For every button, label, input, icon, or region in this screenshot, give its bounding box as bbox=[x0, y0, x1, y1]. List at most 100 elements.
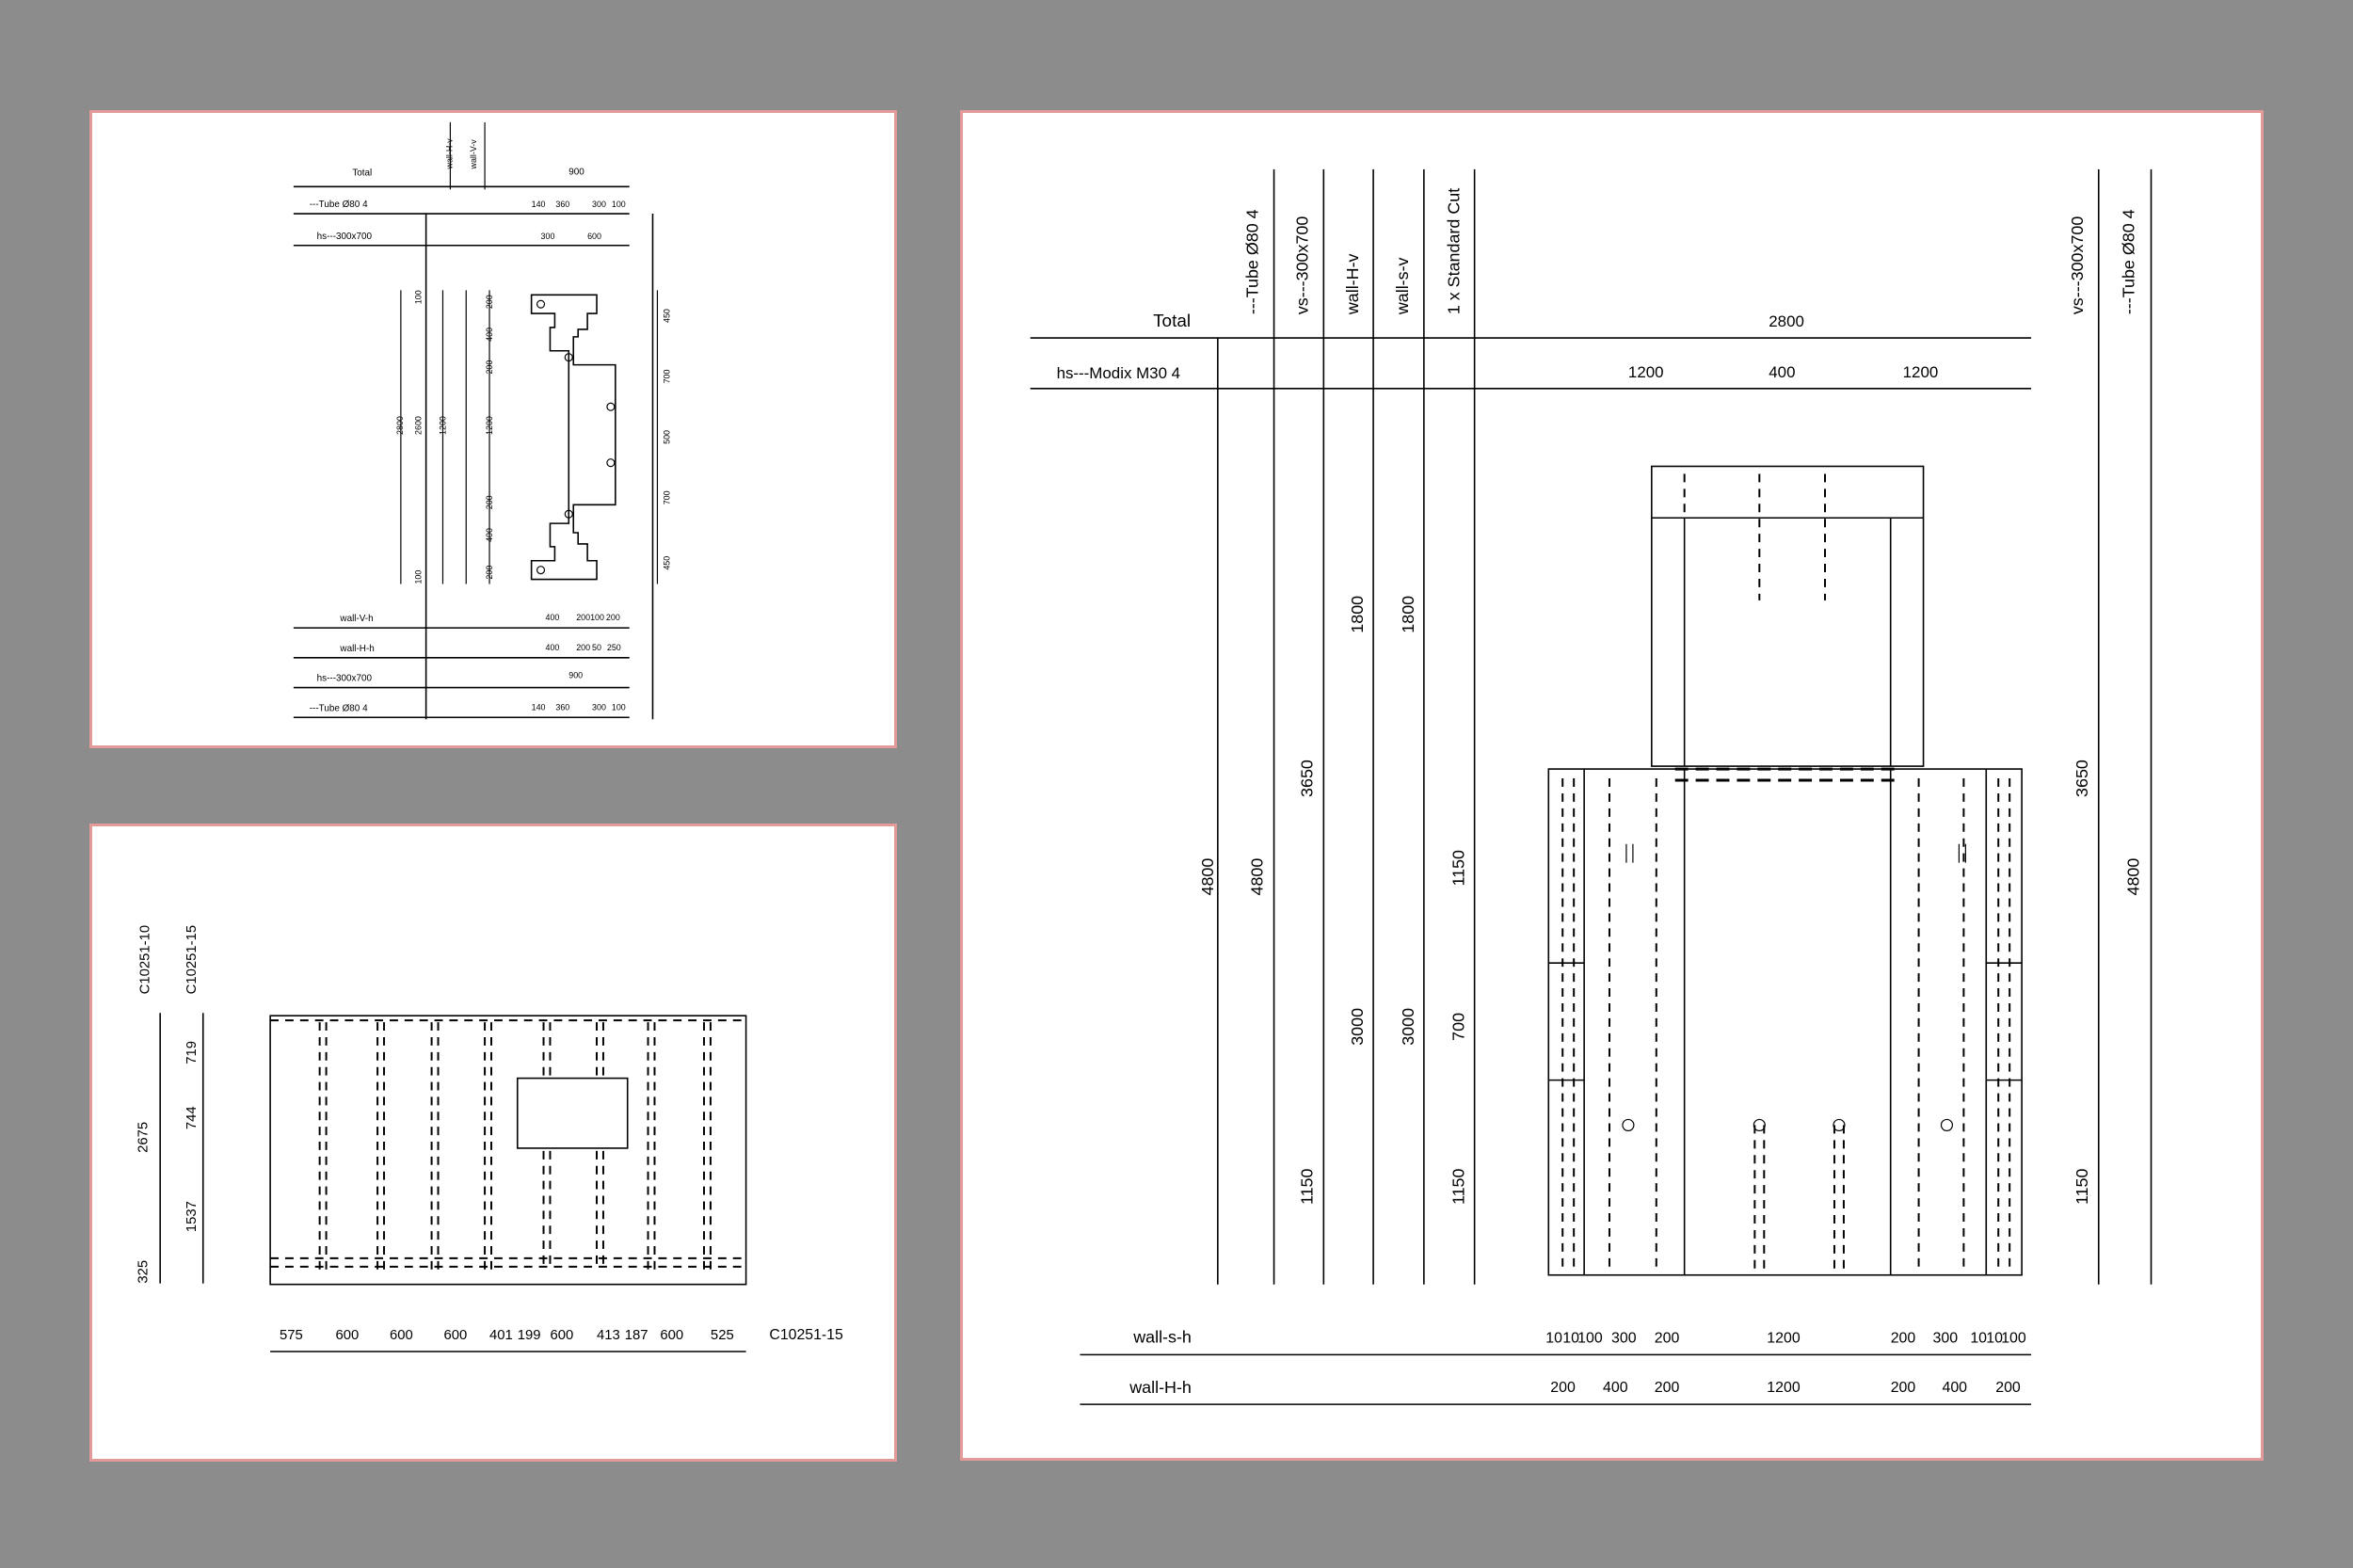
dim-wsh-300b: 300 bbox=[1933, 1330, 1959, 1346]
col-header-tube: ---Tube Ø80 4 bbox=[1243, 209, 1262, 314]
dim-hs-300: 300 bbox=[541, 232, 555, 241]
tube-circle-3 bbox=[606, 402, 616, 411]
row-label-wall-s-h: wall-s-h bbox=[1132, 1327, 1192, 1346]
dim-whh-400b: 400 bbox=[1942, 1380, 1967, 1396]
hdim-199: 199 bbox=[518, 1328, 541, 1343]
dim-whh-200c: 200 bbox=[1891, 1380, 1916, 1396]
vdim-100-bottom: 100 bbox=[414, 570, 424, 584]
dim-wvh-100: 100 bbox=[590, 613, 604, 622]
hdim-413: 413 bbox=[597, 1328, 620, 1343]
label-c10251-10: C10251-10 bbox=[137, 925, 152, 995]
dim-whh-50: 50 bbox=[592, 643, 601, 652]
dim-wsh-200b: 200 bbox=[1891, 1330, 1916, 1346]
dim-tubeb-140: 140 bbox=[532, 702, 546, 712]
hdim-600b: 600 bbox=[390, 1328, 413, 1343]
panel-outline bbox=[269, 1015, 747, 1286]
dim-hsb-900: 900 bbox=[568, 671, 583, 680]
vdim-right-700b: 700 bbox=[662, 490, 671, 504]
vdim-2800: 2800 bbox=[395, 416, 405, 435]
vdim-col4-1800: 1800 bbox=[1348, 596, 1367, 633]
hdim-600d: 600 bbox=[550, 1328, 573, 1343]
vdim-right1-3650: 3650 bbox=[2073, 760, 2091, 797]
dim-hs-1200a: 1200 bbox=[1628, 363, 1664, 381]
dim-wsh-300a: 300 bbox=[1611, 1330, 1637, 1346]
dim-wvh-200b: 200 bbox=[606, 613, 620, 622]
tube-circle-5 bbox=[564, 509, 573, 519]
vdim-col6-1150b: 1150 bbox=[1449, 1169, 1468, 1206]
row-label-hs-modix: hs---Modix M30 4 bbox=[1057, 364, 1181, 382]
row-label-wall-v-h: wall-V-h bbox=[339, 614, 373, 624]
dim-tube-100: 100 bbox=[612, 200, 626, 209]
col-header-vs: vs---300x700 bbox=[1292, 216, 1311, 315]
vdim-2675: 2675 bbox=[136, 1122, 151, 1153]
dim-total-2800: 2800 bbox=[1769, 312, 1804, 330]
vdim-col6-700: 700 bbox=[1449, 1013, 1468, 1041]
vdim-col1-4800: 4800 bbox=[1198, 858, 1217, 896]
col-header-wall-h-v: wall-H-v bbox=[1343, 253, 1362, 315]
tube-circle-1 bbox=[536, 299, 546, 309]
col-header-wall-v-v: wall-V-v bbox=[469, 139, 478, 170]
row-label-tube-bottom: ---Tube Ø80 4 bbox=[310, 703, 368, 713]
row-label-hs-bottom: hs---300x700 bbox=[317, 674, 373, 684]
vdim-right1-1150: 1150 bbox=[2073, 1169, 2091, 1206]
col-header-wall-s-v: wall-s-v bbox=[1393, 257, 1412, 315]
vdim-col-200c: 200 bbox=[485, 495, 494, 509]
dim-hs-600: 600 bbox=[587, 232, 601, 241]
hdim-575: 575 bbox=[280, 1328, 303, 1343]
anchor-circle-2 bbox=[1753, 1118, 1766, 1132]
vdim-col5-3000: 3000 bbox=[1399, 1008, 1417, 1046]
dim-whh-200b: 200 bbox=[1655, 1380, 1680, 1396]
vdim-719: 719 bbox=[184, 1041, 200, 1064]
vdim-col6-1150a: 1150 bbox=[1449, 850, 1468, 887]
vdim-right-450a: 450 bbox=[662, 309, 671, 323]
wall-elevation-drawing: ---Tube Ø80 4 vs---300x700 wall-H-v wall… bbox=[1030, 168, 2153, 1405]
row-label-total: Total bbox=[352, 168, 372, 178]
wall-profile-shape bbox=[530, 294, 616, 581]
dim-tube-300: 300 bbox=[592, 200, 606, 209]
drawing-sheet-panel-layout[interactable]: C10251-10 C10251-15 2675 325 719 744 153… bbox=[89, 824, 897, 1462]
stud-lines bbox=[318, 1022, 712, 1270]
dim-tubeb-300: 300 bbox=[592, 702, 606, 712]
row-label-wall-h-h: wall-H-h bbox=[339, 644, 374, 654]
dim-hs-400: 400 bbox=[1769, 363, 1795, 381]
drawing-sheet-wall-section[interactable]: wall-H-v wall-V-v Total 900 ---Tube Ø80 … bbox=[89, 110, 897, 748]
vdim-right-500: 500 bbox=[662, 430, 671, 444]
wall-elevation-shape bbox=[1547, 465, 2023, 1276]
vdim-col-200b: 200 bbox=[485, 360, 494, 375]
vdim-325: 325 bbox=[136, 1260, 151, 1284]
vdim-744: 744 bbox=[184, 1106, 200, 1129]
dim-whh-400: 400 bbox=[546, 643, 560, 652]
dim-wsh-100b: 100 bbox=[2001, 1330, 2026, 1346]
vdim-col3-1150: 1150 bbox=[1297, 1169, 1316, 1206]
lower-frame bbox=[1547, 768, 2023, 1276]
vdim-right-450b: 450 bbox=[662, 556, 671, 570]
tube-circle-2 bbox=[564, 353, 573, 362]
window-opening bbox=[516, 1077, 629, 1149]
dim-whh-200a: 200 bbox=[1550, 1380, 1576, 1396]
drawing-sheet-wall-elevation[interactable]: ---Tube Ø80 4 vs---300x700 wall-H-v wall… bbox=[960, 110, 2264, 1461]
vdim-1200-col: 1200 bbox=[485, 416, 494, 435]
upper-frame bbox=[1651, 465, 1925, 767]
vdim-col-200d: 200 bbox=[485, 566, 494, 580]
hdim-600e: 600 bbox=[660, 1328, 683, 1343]
vdim-1200-mid: 1200 bbox=[438, 416, 447, 435]
anchor-circle-1 bbox=[1622, 1118, 1635, 1132]
dim-tubeb-360: 360 bbox=[555, 702, 569, 712]
dim-whh-200d: 200 bbox=[1995, 1380, 2021, 1396]
row-label-wall-h-h: wall-H-h bbox=[1128, 1378, 1192, 1397]
row-label-total: Total bbox=[1153, 312, 1191, 331]
dim-wsh-10c: 10 bbox=[1970, 1330, 1987, 1346]
dim-tube-140: 140 bbox=[532, 200, 546, 209]
hdim-600c: 600 bbox=[443, 1328, 467, 1343]
dim-whh-1200: 1200 bbox=[1767, 1380, 1801, 1396]
vdim-col5-1800: 1800 bbox=[1399, 596, 1417, 633]
vdim-col-400b: 400 bbox=[485, 528, 494, 542]
label-c10251-15-vertical: C10251-15 bbox=[184, 925, 200, 995]
dim-wsh-1200: 1200 bbox=[1767, 1330, 1801, 1346]
vdim-100-top: 100 bbox=[414, 290, 424, 304]
row-label-tube: ---Tube Ø80 4 bbox=[310, 200, 368, 210]
hdim-525: 525 bbox=[711, 1328, 734, 1343]
tube-circle-6 bbox=[536, 566, 546, 575]
dim-wsh-10a: 10 bbox=[1545, 1330, 1562, 1346]
dim-hs-1200b: 1200 bbox=[1903, 363, 1939, 381]
